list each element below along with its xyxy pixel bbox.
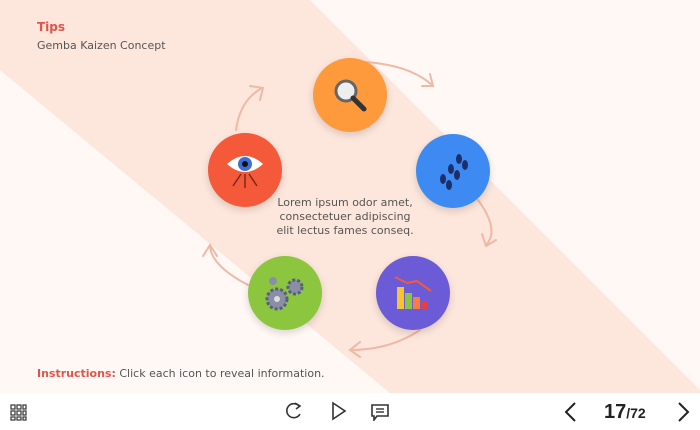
total-pages: /72 [626,405,646,421]
play-icon[interactable] [331,401,347,421]
node-eye[interactable] [208,133,282,207]
eye-icon [227,156,263,188]
player-toolbar [0,393,700,430]
node-bar-chart[interactable] [376,256,450,330]
instructions-text: Click each icon to reveal information. [115,367,325,380]
captions-icon[interactable] [371,404,389,421]
instructions: Instructions: Click each icon to reveal … [37,367,325,380]
magnifier-icon [334,79,367,112]
node-magnifier[interactable] [313,58,387,132]
center-text: Lorem ipsum odor amet, consectetuer adip… [276,196,414,237]
slide: Tips Gemba Kaizen Concept Lorem ipsum od… [0,0,700,393]
slide-subtitle: Gemba Kaizen Concept [37,39,166,52]
previous-arrow-icon[interactable] [563,401,577,423]
gears-icon [265,277,304,311]
cycle-arrows [202,61,497,358]
page-counter: 17/72 [604,401,646,424]
replay-icon[interactable] [285,401,303,421]
footprints-icon [440,154,468,190]
current-page: 17 [604,401,627,423]
tips-heading: Tips [37,20,66,34]
background-band [0,0,700,393]
node-gears[interactable] [248,256,322,330]
bar-chart-icon [394,276,432,309]
instructions-label: Instructions: [37,367,116,380]
node-footprints[interactable] [416,134,490,208]
menu-grid-icon[interactable] [10,404,27,421]
next-arrow-icon[interactable] [677,401,691,423]
